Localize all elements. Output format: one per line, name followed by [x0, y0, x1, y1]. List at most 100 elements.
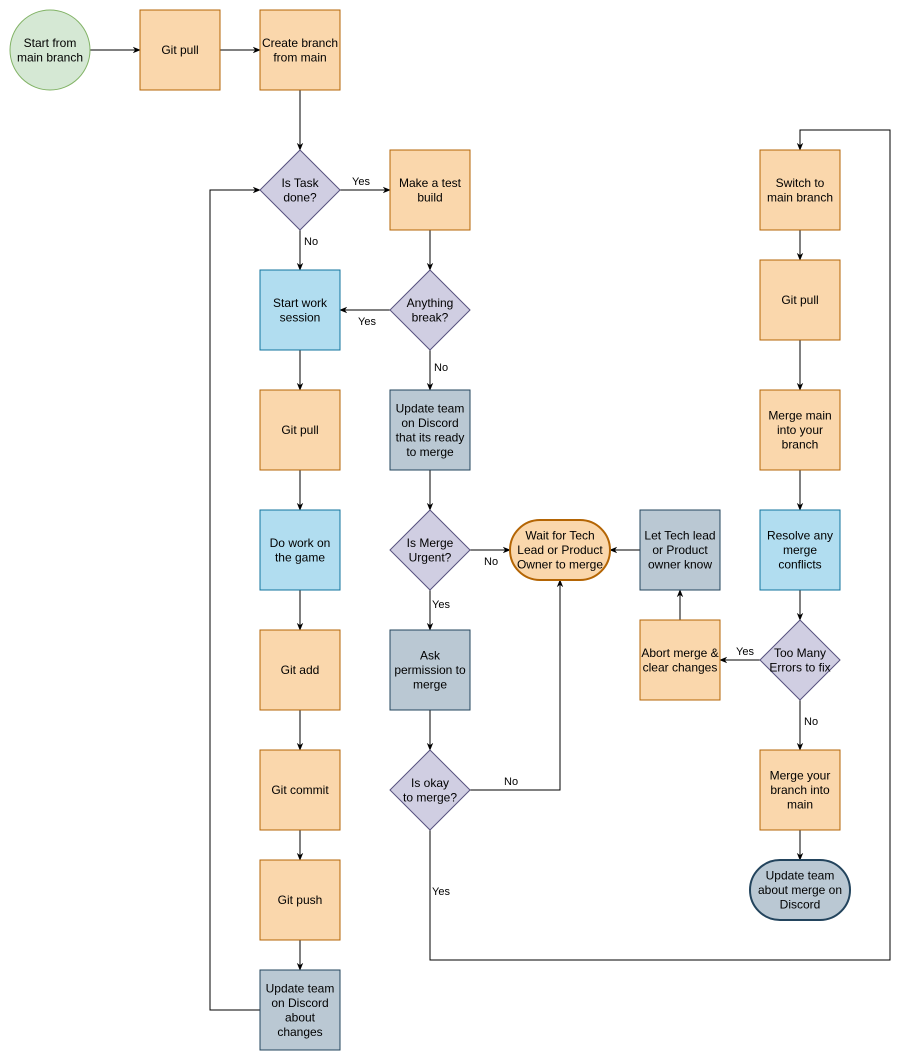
node-label-line: into your: [777, 423, 823, 437]
process-box: [139, 9, 221, 91]
edge-label-task-done-yes: Yes: [352, 176, 370, 188]
process-box: [759, 259, 841, 341]
node-label-line: Git pull: [781, 293, 818, 307]
node-label-line: Ask: [420, 649, 441, 663]
node-label-line: from main: [273, 50, 326, 64]
process-box: [759, 749, 841, 831]
node-git-push: Git push: [259, 859, 341, 941]
decision-diamond: [259, 149, 341, 231]
node-git-add: Git add: [259, 629, 341, 711]
edge-label-break-no: No: [434, 362, 448, 374]
connectors: [90, 46, 891, 1011]
node-label-line: clear changes: [643, 660, 718, 674]
node-label-line: permission to: [394, 663, 466, 677]
node-label-line: Create branch: [262, 36, 338, 50]
node-label-line: Is okay: [411, 776, 449, 790]
process-box: [259, 269, 341, 351]
node-label-line: Let Tech lead: [644, 529, 715, 543]
process-box: [389, 149, 471, 231]
node-label-line: Anything: [407, 296, 454, 310]
process-box: [759, 509, 841, 591]
decision-diamond: [759, 619, 841, 701]
terminal-shape: [509, 519, 611, 581]
node-label-line: owner know: [648, 558, 712, 572]
decision-diamond: [389, 749, 471, 831]
edge-label-okay-no: No: [504, 776, 518, 788]
decision-diamond: [389, 509, 471, 591]
node-label-line: Switch to: [776, 176, 825, 190]
process-box: [389, 389, 471, 471]
node-label-line: Do work on: [270, 536, 331, 550]
node-label-line: Too Many: [774, 646, 826, 660]
node-git-pull-2: Git pull: [259, 389, 341, 471]
edge-okaymerge-yes-to-switchmain: [429, 129, 891, 961]
edge-label-urgent-yes: Yes: [432, 599, 450, 611]
node-label-line: Update team: [396, 401, 465, 415]
node-label-line: Errors to fix: [769, 660, 830, 674]
node-label-line: Git add: [281, 663, 320, 677]
node-label-line: session: [280, 310, 321, 324]
start-circle: [9, 9, 91, 91]
node-label-line: Start work: [273, 296, 328, 310]
edge-label-okay-yes: Yes: [432, 886, 450, 898]
node-label-line: to merge: [406, 445, 454, 459]
node-abort-merge: Abort merge &clear changes: [639, 619, 721, 701]
node-label-line: that its ready: [396, 430, 465, 444]
process-box: [259, 749, 341, 831]
process-box: [389, 629, 471, 711]
node-label-line: Start from: [24, 36, 77, 50]
node-label-line: done?: [283, 190, 317, 204]
process-box: [259, 969, 341, 1051]
process-box: [639, 619, 721, 701]
node-label-line: Resolve any: [767, 529, 833, 543]
process-box: [259, 389, 341, 471]
node-label-line: Merge your: [770, 769, 831, 783]
node-label-line: Owner to merge: [517, 558, 603, 572]
node-label-line: Is Merge: [407, 536, 454, 550]
node-label-line: Update team: [766, 869, 835, 883]
node-label-line: on Discord: [401, 416, 458, 430]
node-git-pull-1: Git pull: [139, 9, 221, 91]
edge-updatechanges-loop-to-taskdone: [209, 186, 261, 1011]
edge-label-break-yes: Yes: [358, 316, 376, 328]
node-label-line: build: [417, 190, 442, 204]
node-label-line: merge: [783, 543, 817, 557]
process-box: [259, 629, 341, 711]
node-label-line: Wait for Tech: [525, 529, 594, 543]
decision-diamond: [389, 269, 471, 351]
node-label-line: Git pull: [281, 423, 318, 437]
node-label-line: branch: [782, 438, 819, 452]
node-label-line: conflicts: [778, 558, 821, 572]
edge-okaymerge-no-to-wait: [470, 579, 564, 791]
node-label-line: Urgent?: [409, 550, 452, 564]
process-box: [639, 509, 721, 591]
process-box: [759, 149, 841, 231]
node-label-line: Git push: [278, 893, 323, 907]
node-label-line: Git pull: [161, 43, 198, 57]
process-box: [259, 9, 341, 91]
node-git-commit: Git commit: [259, 749, 341, 831]
node-label-line: Git commit: [271, 783, 329, 797]
node-label-line: or Product: [652, 543, 708, 557]
node-label-line: Abort merge &: [641, 646, 718, 660]
node-label-line: Is Task: [281, 176, 319, 190]
node-label-line: main branch: [17, 50, 83, 64]
node-label-line: on Discord: [271, 996, 328, 1010]
